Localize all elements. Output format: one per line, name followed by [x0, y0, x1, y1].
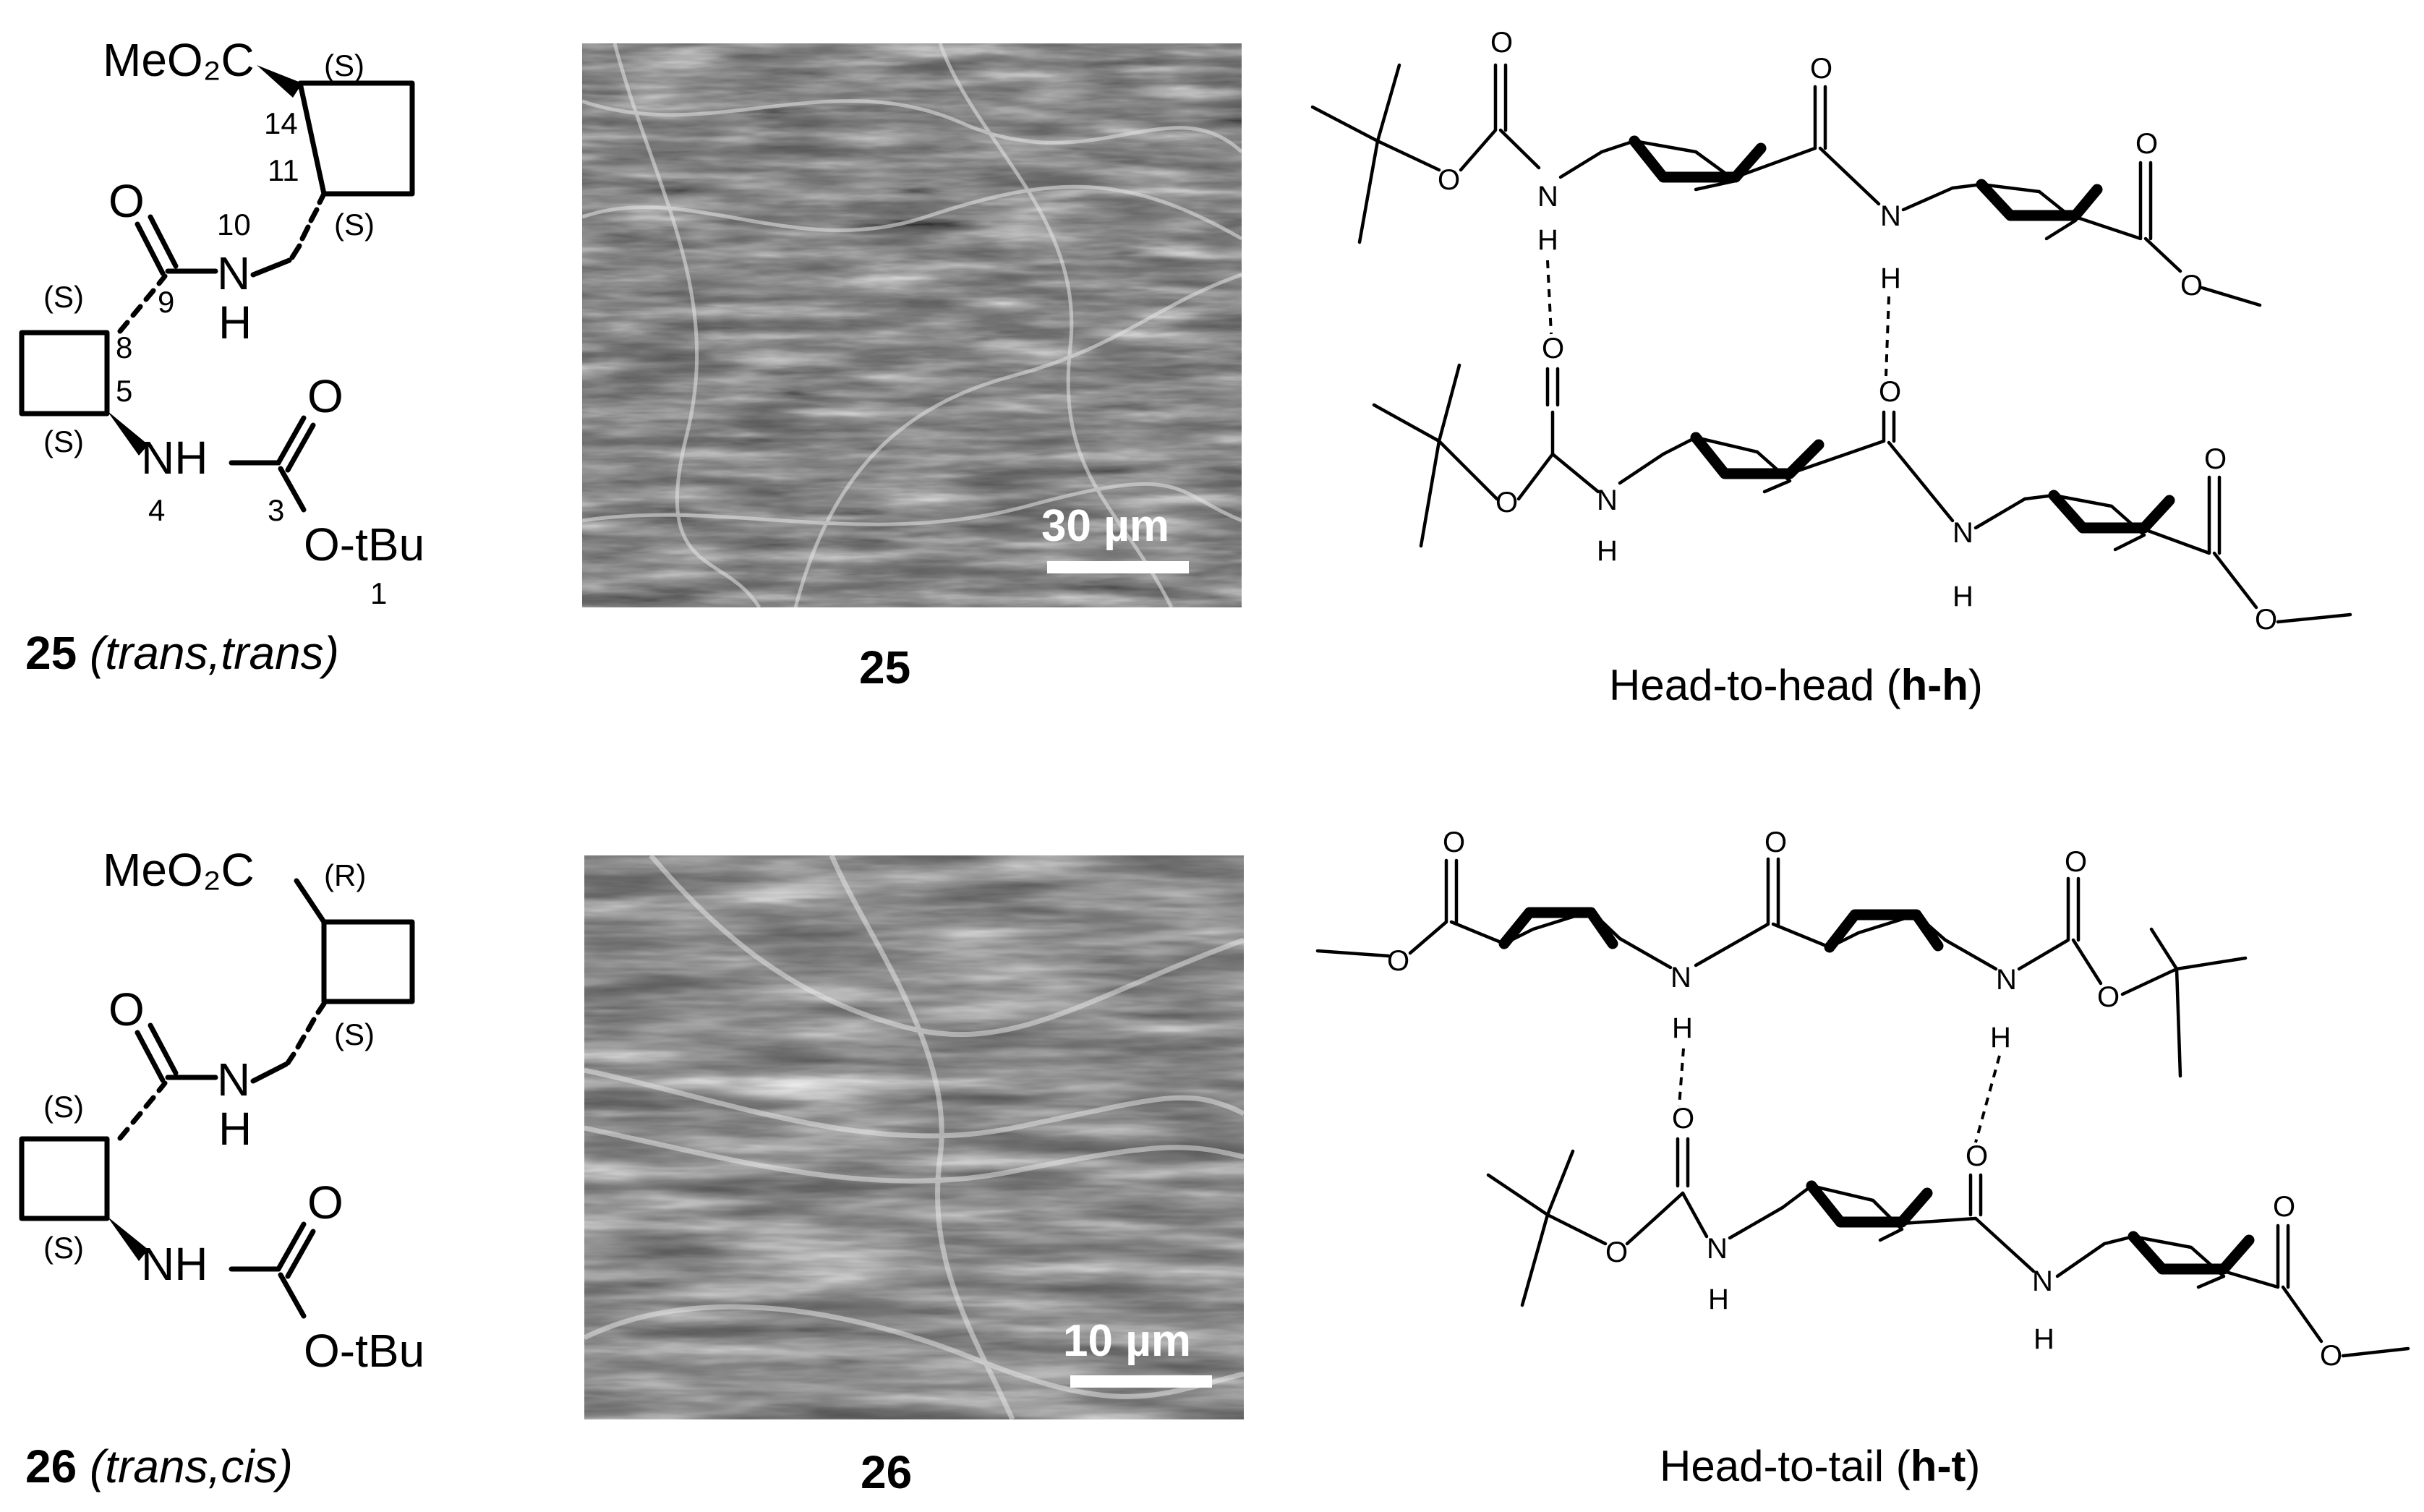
atom-number: 11 [268, 153, 299, 187]
atom-symbol: N [217, 1054, 250, 1106]
atom-symbol: O [1443, 827, 1465, 858]
micrograph-26: 10 µm 26 [584, 855, 1244, 1498]
scale-bar [1070, 1375, 1212, 1388]
otbu-label: O-tBu [304, 518, 424, 571]
atom-symbol: H [218, 1103, 252, 1155]
atom-symbol: H [1537, 224, 1558, 256]
atom-symbol: N [217, 247, 250, 299]
diagram-head-to-head: O O N H O N H O O O [1310, 27, 2352, 709]
atom-symbol: O [2135, 128, 2158, 160]
ester-label: MeO₂C [103, 844, 255, 896]
atom-symbol: O [2273, 1191, 2295, 1223]
atom-symbol: O [1542, 333, 1564, 364]
atom-symbol: H [1880, 262, 1901, 294]
stereo-label: (S) [43, 1090, 84, 1124]
stereo-label: (S) [43, 1231, 84, 1265]
atom-symbol: O [307, 370, 343, 422]
atom-symbol: N [1996, 964, 2017, 996]
atom-number: 3 [268, 493, 284, 527]
atom-number: 14 [264, 106, 298, 140]
micrograph-caption: 26 [861, 1446, 912, 1498]
atom-symbol: N [2032, 1265, 2053, 1297]
strand-bottom: O O O N H N H O O [1486, 1103, 2410, 1372]
atom-symbol: O [1810, 53, 1832, 85]
atom-number: 5 [116, 374, 132, 408]
stereo-label: (S) [43, 280, 84, 314]
scale-bar-label: 10 µm [1063, 1316, 1191, 1366]
atom-symbol: O [1672, 1103, 1694, 1135]
atom-symbol: O [2097, 981, 2120, 1013]
atom-symbol: H [1990, 1022, 2011, 1054]
stereo-label: (S) [324, 48, 364, 82]
atom-symbol: O [2180, 270, 2203, 302]
scale-bar-label: 30 µm [1041, 501, 1169, 551]
atom-symbol: O [108, 983, 145, 1035]
atom-symbol: H [1597, 535, 1618, 567]
atom-symbol: H [1672, 1012, 1693, 1044]
atom-symbol: N [1707, 1233, 1728, 1265]
atom-symbol: O [1495, 487, 1518, 518]
atom-symbol: N [1880, 200, 1901, 232]
atom-symbol: O [1764, 827, 1787, 858]
atom-symbol: N [1670, 962, 1691, 994]
atom-symbol: N [1953, 517, 1973, 549]
atom-symbol: O [1605, 1236, 1628, 1268]
structure-26: MeO₂C (R) (S) N H O (S) (S) NH O O-tBu 2… [19, 844, 424, 1492]
atom-symbol: O [108, 175, 145, 227]
atom-symbol: O [1490, 27, 1513, 59]
atom-symbol: O [1387, 945, 1409, 977]
atom-symbol: NH [141, 432, 208, 484]
diagram-head-to-tail: O O N H O N H O O O [1315, 827, 2410, 1490]
micrograph-25: 30 µm 25 [582, 43, 1242, 693]
strand-bottom: O O O N H N H O O [1372, 333, 2352, 636]
atom-symbol: O [2320, 1340, 2342, 1372]
atom-number: 9 [158, 285, 174, 319]
stereo-label: (S) [43, 424, 84, 458]
strand-top: O O N H O N H O O [1310, 27, 2262, 307]
atom-symbol: H [1708, 1284, 1729, 1315]
atom-symbol: O [2065, 846, 2087, 878]
atom-number: 10 [217, 208, 251, 242]
atom-symbol: O [2255, 604, 2277, 636]
atom-symbol: N [1537, 181, 1558, 213]
diagram-caption: Head-to-head (h-h) [1609, 661, 1983, 709]
diagram-caption: Head-to-tail (h-t) [1660, 1442, 1980, 1490]
atom-symbol: NH [141, 1238, 208, 1290]
atom-symbol: H [1953, 581, 1973, 612]
compound-caption: 25 (trans,trans) [25, 627, 339, 679]
atom-symbol: H [218, 296, 252, 349]
scale-bar [1047, 561, 1189, 573]
stereo-label: (S) [334, 208, 375, 242]
atom-symbol: O [1438, 164, 1460, 196]
structure-25: MeO₂C (S) 14 11 (S) 10 N H O 9 (S) 8 5 (… [19, 34, 424, 679]
stereo-label: (S) [334, 1017, 375, 1051]
ester-label: MeO₂C [103, 34, 255, 86]
atom-number: 1 [370, 576, 387, 610]
atom-symbol: H [2033, 1323, 2054, 1355]
stereo-label: (R) [324, 858, 366, 892]
compound-caption: 26 (trans,cis) [25, 1440, 293, 1492]
strand-top: O O N H O N H O O [1315, 827, 2248, 1078]
atom-number: 8 [116, 330, 132, 364]
atom-symbol: N [1597, 484, 1618, 516]
atom-symbol: O [1879, 376, 1901, 408]
atom-symbol: O [307, 1176, 343, 1229]
micrograph-caption: 25 [859, 641, 910, 693]
otbu-label: O-tBu [304, 1325, 424, 1377]
atom-number: 4 [148, 493, 165, 527]
atom-symbol: O [1966, 1140, 1988, 1172]
atom-symbol: O [2204, 443, 2227, 475]
